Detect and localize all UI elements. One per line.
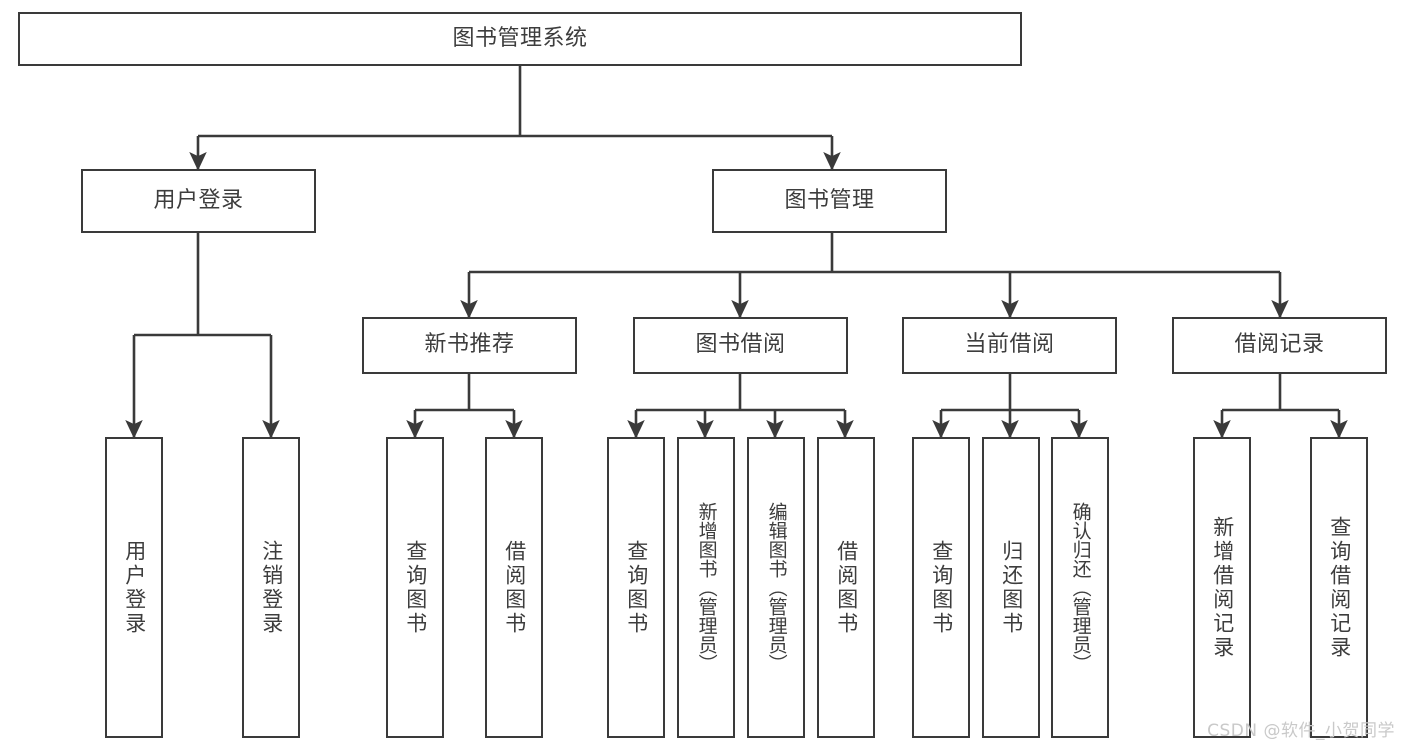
node-label: 图书借阅: [695, 332, 786, 358]
node-label: 用户登录: [122, 539, 147, 636]
node-leaf-book-borrow-borrow[interactable]: 借阅图书: [817, 437, 875, 738]
node-user-login[interactable]: 用户登录: [81, 169, 316, 233]
node-label: 确认归还（管理员）: [1069, 502, 1092, 673]
node-label: 图书管理: [784, 187, 875, 213]
node-label: 注销登录: [259, 539, 284, 636]
node-leaf-borrow-record-query[interactable]: 查询借阅记录: [1310, 437, 1368, 738]
node-label: 新增图书（管理员）: [695, 502, 718, 673]
node-label: 编辑图书（管理员）: [765, 502, 788, 673]
node-label: 查询图书: [929, 539, 954, 636]
node-label: 查询图书: [624, 539, 649, 636]
node-leaf-book-borrow-edit[interactable]: 编辑图书（管理员）: [747, 437, 805, 738]
node-leaf-current-borrow-query[interactable]: 查询图书: [912, 437, 970, 738]
node-label: 查询图书: [403, 539, 428, 636]
node-label: 借阅记录: [1234, 332, 1325, 358]
node-leaf-user-login-signin[interactable]: 用户登录: [105, 437, 163, 738]
node-leaf-current-borrow-confirm[interactable]: 确认归还（管理员）: [1051, 437, 1109, 738]
node-leaf-borrow-record-add[interactable]: 新增借阅记录: [1193, 437, 1251, 738]
node-label: 借阅图书: [834, 539, 859, 636]
node-leaf-user-login-signout[interactable]: 注销登录: [242, 437, 300, 738]
node-book-borrow[interactable]: 图书借阅: [633, 317, 848, 374]
node-current-borrow[interactable]: 当前借阅: [902, 317, 1117, 374]
node-leaf-new-book-borrow[interactable]: 借阅图书: [485, 437, 543, 738]
node-root-system[interactable]: 图书管理系统: [18, 12, 1022, 66]
node-label: 新增借阅记录: [1210, 515, 1235, 660]
node-leaf-book-borrow-query[interactable]: 查询图书: [607, 437, 665, 738]
node-label: 查询借阅记录: [1327, 515, 1352, 660]
node-label: 图书管理系统: [452, 25, 588, 51]
node-label: 归还图书: [999, 539, 1024, 636]
node-new-book-recommend[interactable]: 新书推荐: [362, 317, 577, 374]
node-label: 借阅图书: [502, 539, 527, 636]
node-book-manage[interactable]: 图书管理: [712, 169, 947, 233]
node-leaf-new-book-query[interactable]: 查询图书: [386, 437, 444, 738]
node-borrow-record[interactable]: 借阅记录: [1172, 317, 1387, 374]
node-leaf-book-borrow-add[interactable]: 新增图书（管理员）: [677, 437, 735, 738]
node-label: 新书推荐: [424, 332, 515, 358]
node-leaf-current-borrow-return[interactable]: 归还图书: [982, 437, 1040, 738]
node-label: 当前借阅: [964, 332, 1055, 358]
node-label: 用户登录: [153, 187, 244, 213]
